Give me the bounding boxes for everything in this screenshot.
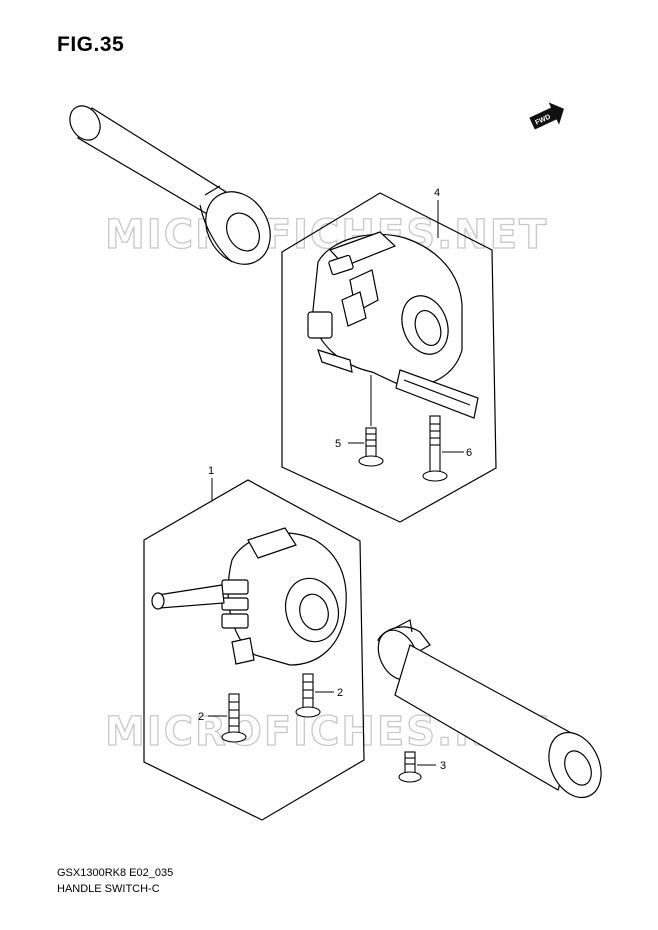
callout-2-left: 2 (198, 711, 204, 723)
screw-short-icon (358, 427, 384, 467)
left-handlebar-grip (69, 105, 271, 265)
callout-2-right: 2 (337, 687, 343, 699)
callout-5: 5 (335, 438, 341, 450)
screw-icon-bottom (398, 751, 422, 783)
left-switch-housing (151, 527, 347, 666)
screw-long-icon (422, 415, 448, 482)
callout-4: 4 (434, 187, 440, 199)
watermark-top: MICROFICHES.NET (105, 212, 548, 258)
right-switch-housing (307, 231, 479, 419)
assembly-outline-hexagon-top (281, 192, 497, 523)
figure-title: FIG.35 (57, 33, 125, 56)
forward-arrow-icon: FWD (529, 102, 564, 130)
callout-6: 6 (466, 447, 472, 459)
callout-1: 1 (208, 465, 214, 477)
screw-icon-right (295, 673, 321, 718)
right-handlebar-grip (377, 619, 602, 799)
model-code: GSX1300RK8 E02_035 (57, 867, 174, 879)
callout-3: 3 (440, 760, 446, 772)
screw-icon-left (221, 693, 247, 743)
assembly-outline-hexagon-bottom (143, 479, 365, 821)
figure-caption: HANDLE SWITCH-C (57, 883, 160, 895)
right-switch-assembly-group: 4 5 6 (281, 187, 497, 523)
left-switch-assembly-group: 1 2 (143, 465, 365, 821)
